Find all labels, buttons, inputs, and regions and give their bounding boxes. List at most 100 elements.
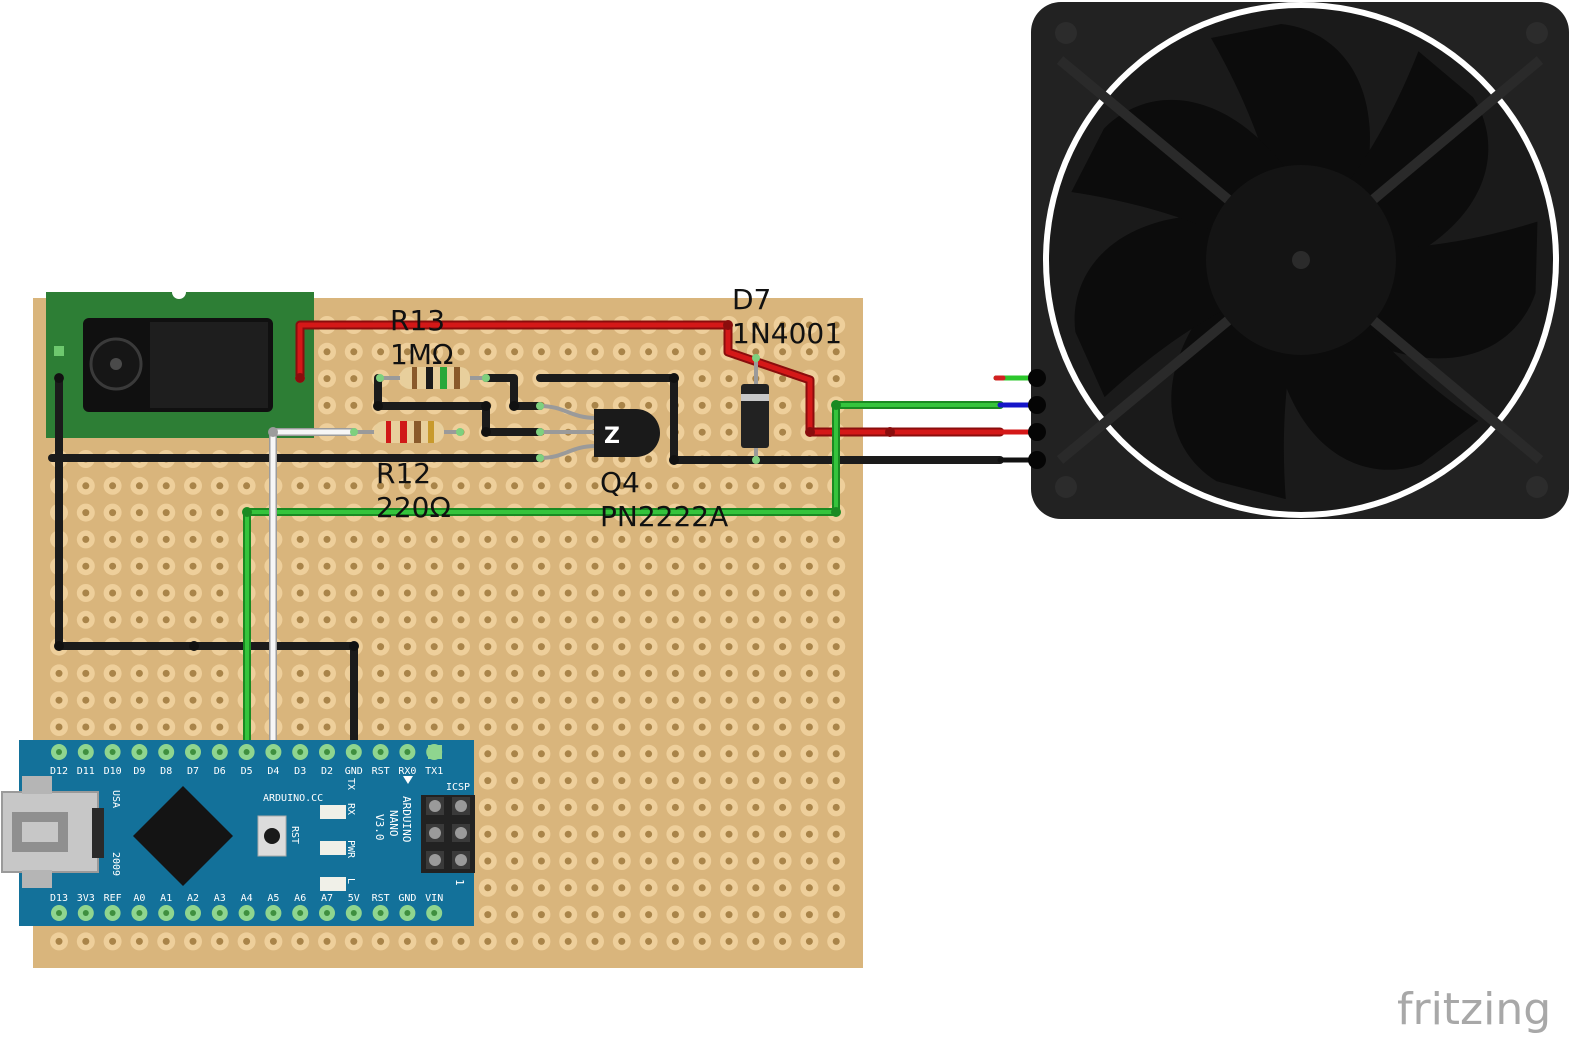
- perfboard-hole: [55, 669, 63, 677]
- perfboard-hole: [725, 375, 733, 383]
- nano-pin-label-bottom: GND: [398, 893, 416, 904]
- perfboard-hole: [779, 777, 787, 785]
- perfboard-hole: [591, 857, 599, 865]
- perfboard-hole: [323, 348, 331, 356]
- nano-pin-label-bottom: A1: [160, 893, 172, 904]
- nano-pin-label-top: D4: [267, 766, 279, 777]
- perfboard-hole: [752, 884, 760, 892]
- resistor-r12: [350, 421, 464, 443]
- perfboard-hole: [564, 669, 572, 677]
- nano-pin-label-bottom: REF: [104, 893, 122, 904]
- perfboard-hole: [484, 696, 492, 704]
- perfboard-hole: [430, 535, 438, 543]
- perfboard-hole: [725, 777, 733, 785]
- nano-pin-label-top: D9: [133, 766, 145, 777]
- perfboard-hole: [698, 348, 706, 356]
- perfboard-hole: [484, 589, 492, 597]
- perfboard-hole: [564, 482, 572, 490]
- perfboard-hole: [564, 857, 572, 865]
- resistor-r13: [376, 367, 490, 389]
- icsp-pin-tip: [429, 800, 441, 812]
- perfboard-hole: [779, 830, 787, 838]
- perfboard-hole: [805, 482, 813, 490]
- perfboard-hole: [779, 482, 787, 490]
- perfboard-hole: [805, 321, 813, 329]
- perfboard-hole: [779, 857, 787, 865]
- perfboard-hole: [403, 643, 411, 651]
- perfboard-hole: [350, 589, 358, 597]
- perfboard-hole: [511, 803, 519, 811]
- perfboard-hole: [135, 482, 143, 490]
- perfboard-hole: [618, 750, 626, 758]
- perfboard-hole: [725, 937, 733, 945]
- perfboard-hole: [805, 830, 813, 838]
- perfboard-hole: [779, 669, 787, 677]
- perfboard-hole: [725, 589, 733, 597]
- r12-value: 220Ω: [376, 491, 451, 524]
- nano-pin-label-top: D5: [241, 766, 253, 777]
- perfboard-hole: [671, 643, 679, 651]
- perfboard-hole: [832, 830, 840, 838]
- perfboard-hole: [109, 589, 117, 597]
- perfboard-hole: [109, 509, 117, 517]
- perfboard-hole: [323, 616, 331, 624]
- perfboard-hole: [805, 937, 813, 945]
- perfboard-hole: [484, 777, 492, 785]
- perfboard-hole: [82, 696, 90, 704]
- perfboard-hole: [162, 937, 170, 945]
- nano-pin-label-top: D2: [321, 766, 333, 777]
- nano-pin-hole: [270, 910, 277, 916]
- perfboard-hole: [564, 884, 572, 892]
- nano-pin-label-bottom: 5V: [348, 893, 360, 904]
- nano-pin-hole: [270, 749, 277, 755]
- perfboard-hole: [671, 589, 679, 597]
- perfboard-hole: [537, 884, 545, 892]
- perfboard-hole: [779, 723, 787, 731]
- perfboard-hole: [377, 535, 385, 543]
- perfboard-hole: [564, 696, 572, 704]
- perfboard-hole: [618, 348, 626, 356]
- perfboard-hole: [564, 937, 572, 945]
- nano-pin-label-bottom: A6: [294, 893, 306, 904]
- perfboard-hole: [457, 535, 465, 543]
- nano-pin-hole: [136, 910, 143, 916]
- perfboard-hole: [671, 696, 679, 704]
- perfboard-hole: [135, 535, 143, 543]
- perfboard-hole: [430, 589, 438, 597]
- fan-blade: [1272, 319, 1479, 470]
- perfboard-hole: [135, 616, 143, 624]
- perfboard-hole: [564, 803, 572, 811]
- perfboard-hole: [564, 643, 572, 651]
- perfboard-hole: [135, 562, 143, 570]
- nano-pin-label-bottom: A2: [187, 893, 199, 904]
- perfboard-hole: [832, 857, 840, 865]
- perfboard-hole: [591, 401, 599, 409]
- perfboard-hole: [591, 777, 599, 785]
- perfboard-hole: [189, 723, 197, 731]
- perfboard-hole: [805, 589, 813, 597]
- perfboard-hole: [537, 750, 545, 758]
- perfboard-hole: [698, 857, 706, 865]
- part-labels: R13 1MΩ R12 220Ω D7 1N4001 Q4 PN2222A: [376, 283, 842, 533]
- perfboard-hole: [189, 535, 197, 543]
- nano-pin-label-top: GND: [345, 766, 363, 777]
- perfboard-hole: [832, 696, 840, 704]
- nano-pin-hole: [56, 749, 62, 755]
- perfboard-hole: [350, 348, 358, 356]
- perfboard-hole: [189, 696, 197, 704]
- perfboard-hole: [752, 482, 760, 490]
- perfboard-hole: [296, 589, 304, 597]
- perfboard-hole: [779, 937, 787, 945]
- perfboard-hole: [82, 937, 90, 945]
- perfboard-hole: [779, 884, 787, 892]
- nano-pin-hole: [163, 749, 170, 755]
- perfboard-hole: [698, 937, 706, 945]
- perfboard-hole: [591, 562, 599, 570]
- perfboard-hole: [591, 911, 599, 919]
- perfboard-hole: [537, 616, 545, 624]
- perfboard-hole: [403, 482, 411, 490]
- perfboard-hole: [537, 723, 545, 731]
- perfboard-hole: [645, 455, 653, 463]
- perfboard-hole: [698, 750, 706, 758]
